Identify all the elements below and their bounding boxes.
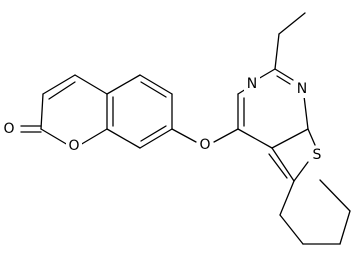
atom-label-n-lower: N bbox=[297, 81, 307, 97]
bond bbox=[278, 12, 306, 35]
coumarin-bonds bbox=[20, 74, 239, 149]
atom-label-ring-o: O bbox=[68, 138, 79, 154]
bond bbox=[106, 128, 141, 149]
bond bbox=[42, 74, 76, 95]
atom-label-n-upper: N bbox=[247, 76, 257, 92]
atom-label-sulfur: S bbox=[313, 147, 322, 163]
bond bbox=[339, 210, 351, 245]
bond bbox=[319, 179, 351, 212]
bond bbox=[40, 93, 44, 130]
bond bbox=[237, 128, 273, 149]
bond bbox=[40, 128, 69, 146]
bond bbox=[48, 81, 76, 100]
bond bbox=[213, 128, 239, 143]
bond bbox=[279, 180, 295, 216]
bond bbox=[171, 128, 197, 143]
bond bbox=[303, 95, 309, 130]
bond bbox=[274, 68, 294, 81]
atom-label-ether-o: O bbox=[199, 137, 210, 153]
bond bbox=[79, 128, 108, 146]
bond bbox=[268, 153, 288, 179]
bond bbox=[307, 128, 316, 146]
bond bbox=[293, 161, 309, 182]
bond bbox=[139, 128, 173, 149]
bond bbox=[274, 33, 280, 70]
atom-label-carbonyl-o: O bbox=[3, 121, 14, 137]
bond bbox=[276, 75, 291, 85]
bond bbox=[257, 68, 276, 80]
bond bbox=[279, 214, 304, 245]
thienopyrimidine-bonds bbox=[237, 12, 351, 245]
bond bbox=[271, 147, 295, 182]
bond bbox=[140, 81, 167, 98]
bond bbox=[140, 125, 167, 142]
atom-labels: O O O N N S bbox=[1, 75, 325, 164]
bond bbox=[74, 74, 108, 95]
bond bbox=[106, 74, 141, 95]
bond bbox=[271, 128, 309, 149]
bond bbox=[139, 74, 173, 95]
